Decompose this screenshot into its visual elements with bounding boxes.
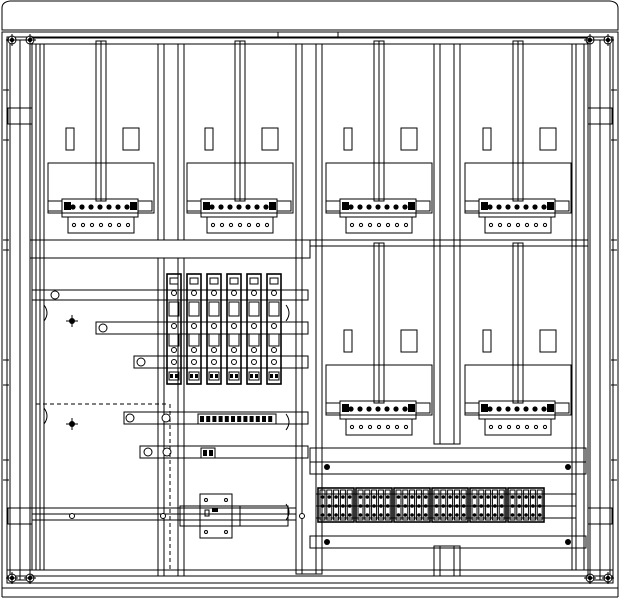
screw-4 bbox=[602, 34, 614, 46]
terminal-block-group-1 bbox=[317, 487, 355, 523]
meter-bay-bottom-4 bbox=[464, 242, 572, 436]
screw-7 bbox=[584, 572, 596, 584]
circuit-breaker-6 bbox=[266, 273, 282, 385]
circuit-breaker-1 bbox=[166, 273, 182, 385]
dashed-reserve-area bbox=[35, 403, 171, 571]
earth-symbols bbox=[43, 304, 290, 521]
circuit-breakers bbox=[166, 273, 282, 385]
screw-5 bbox=[6, 572, 18, 584]
circuit-breaker-3 bbox=[206, 273, 222, 385]
terminal-block-group-6 bbox=[507, 487, 545, 523]
circuit-breaker-5 bbox=[246, 273, 262, 385]
circuit-breaker-2 bbox=[186, 273, 202, 385]
meter-bay-bottom-3 bbox=[325, 242, 433, 436]
small-terminal-strip bbox=[197, 413, 277, 459]
terminal-block-group-4 bbox=[431, 487, 469, 523]
terminal-block-group-3 bbox=[393, 487, 431, 523]
circuit-breaker-4 bbox=[226, 273, 242, 385]
terminal-block-group-5 bbox=[469, 487, 507, 523]
meter-bays bbox=[47, 40, 572, 436]
meter-bay-top-2 bbox=[186, 40, 294, 234]
meter-bay-top-1 bbox=[47, 40, 155, 234]
cabinet-frame bbox=[1, 31, 619, 598]
screw-8 bbox=[602, 572, 614, 584]
relay-device bbox=[179, 493, 289, 539]
meter-bay-top-3 bbox=[325, 40, 433, 234]
mid-rail bbox=[29, 239, 589, 577]
screw-1 bbox=[6, 34, 18, 46]
terminal-blocks bbox=[317, 487, 545, 523]
meter-bay-top-4 bbox=[464, 40, 572, 234]
busbar-assembly bbox=[31, 289, 309, 521]
top-rail bbox=[29, 31, 589, 45]
terminal-block-group-2 bbox=[355, 487, 393, 523]
cabinet-roof bbox=[1, 0, 619, 31]
